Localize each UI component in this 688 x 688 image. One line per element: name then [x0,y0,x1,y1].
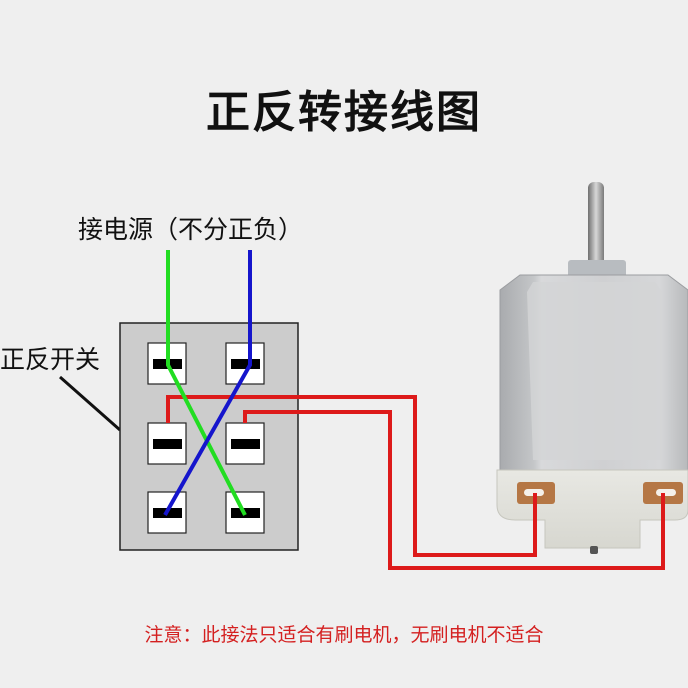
terminal-middle-left [147,422,187,465]
blue-wire [163,250,252,516]
red-wire-1 [166,395,537,557]
motor-shaft [588,182,604,266]
green-wire [166,250,247,516]
terminal-middle-right [225,422,265,465]
red-wire-2 [243,410,665,570]
motor-bushing [568,260,626,278]
warning-note: 注意：此接法只适合有刷电机，无刷电机不适合 [144,624,544,646]
diagram-title: 正反转接线图 [206,87,482,138]
switch-pointer-line [59,375,121,432]
power-supply-label: 接电源（不分正负） [78,215,304,244]
motor-endcap [496,469,688,549]
dc-motor [496,182,688,554]
switch-label: 正反开关 [0,345,101,374]
